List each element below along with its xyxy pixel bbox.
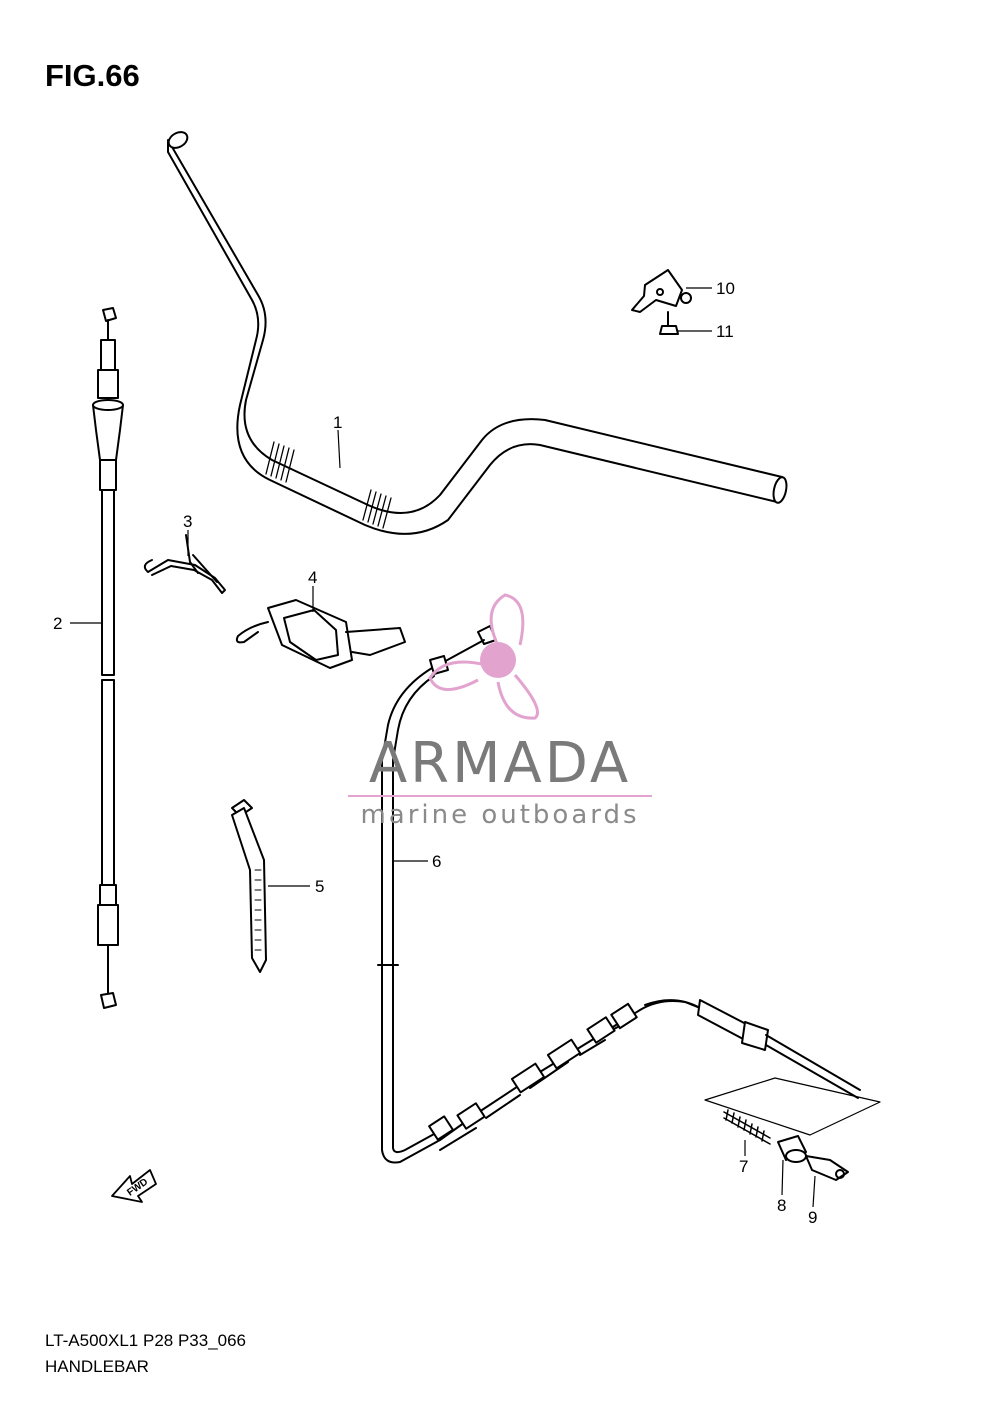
logo-tagline: marine outboards xyxy=(360,800,639,830)
footer-name: HANDLEBAR xyxy=(45,1357,149,1376)
callout-5: 5 xyxy=(315,877,324,896)
bracket-part[interactable] xyxy=(235,599,406,669)
fwd-arrow-icon: FWD xyxy=(111,1169,157,1203)
cable-tie-part[interactable] xyxy=(231,799,267,973)
callout-4: 4 xyxy=(308,568,317,587)
callout-8: 8 xyxy=(777,1196,786,1215)
holder-part[interactable] xyxy=(805,1155,849,1181)
callout-9: 9 xyxy=(808,1208,817,1227)
spring-part[interactable] xyxy=(723,1109,771,1145)
clamp-part[interactable] xyxy=(631,269,692,313)
armada-logo: ARMADA marine outboards xyxy=(348,593,652,830)
figure-title: FIG.66 xyxy=(45,58,140,93)
callout-2: 2 xyxy=(53,614,62,633)
callout-1: 1 xyxy=(333,413,342,432)
handlebar-part[interactable] xyxy=(166,129,789,535)
logo-brand: ARMADA xyxy=(369,731,631,796)
cable-2-part[interactable] xyxy=(92,307,124,1009)
spring-clip-part[interactable] xyxy=(143,534,226,594)
bolt-part[interactable] xyxy=(659,311,679,335)
callout-3: 3 xyxy=(183,512,192,531)
callout-7: 7 xyxy=(739,1157,748,1176)
collar-part[interactable] xyxy=(777,1135,807,1163)
callout-10: 10 xyxy=(716,279,735,298)
callout-6: 6 xyxy=(432,852,441,871)
footer-code: LT-A500XL1 P28 P33_066 xyxy=(45,1331,247,1350)
callout-11: 11 xyxy=(716,322,734,341)
cable-6-part[interactable] xyxy=(377,625,861,1164)
